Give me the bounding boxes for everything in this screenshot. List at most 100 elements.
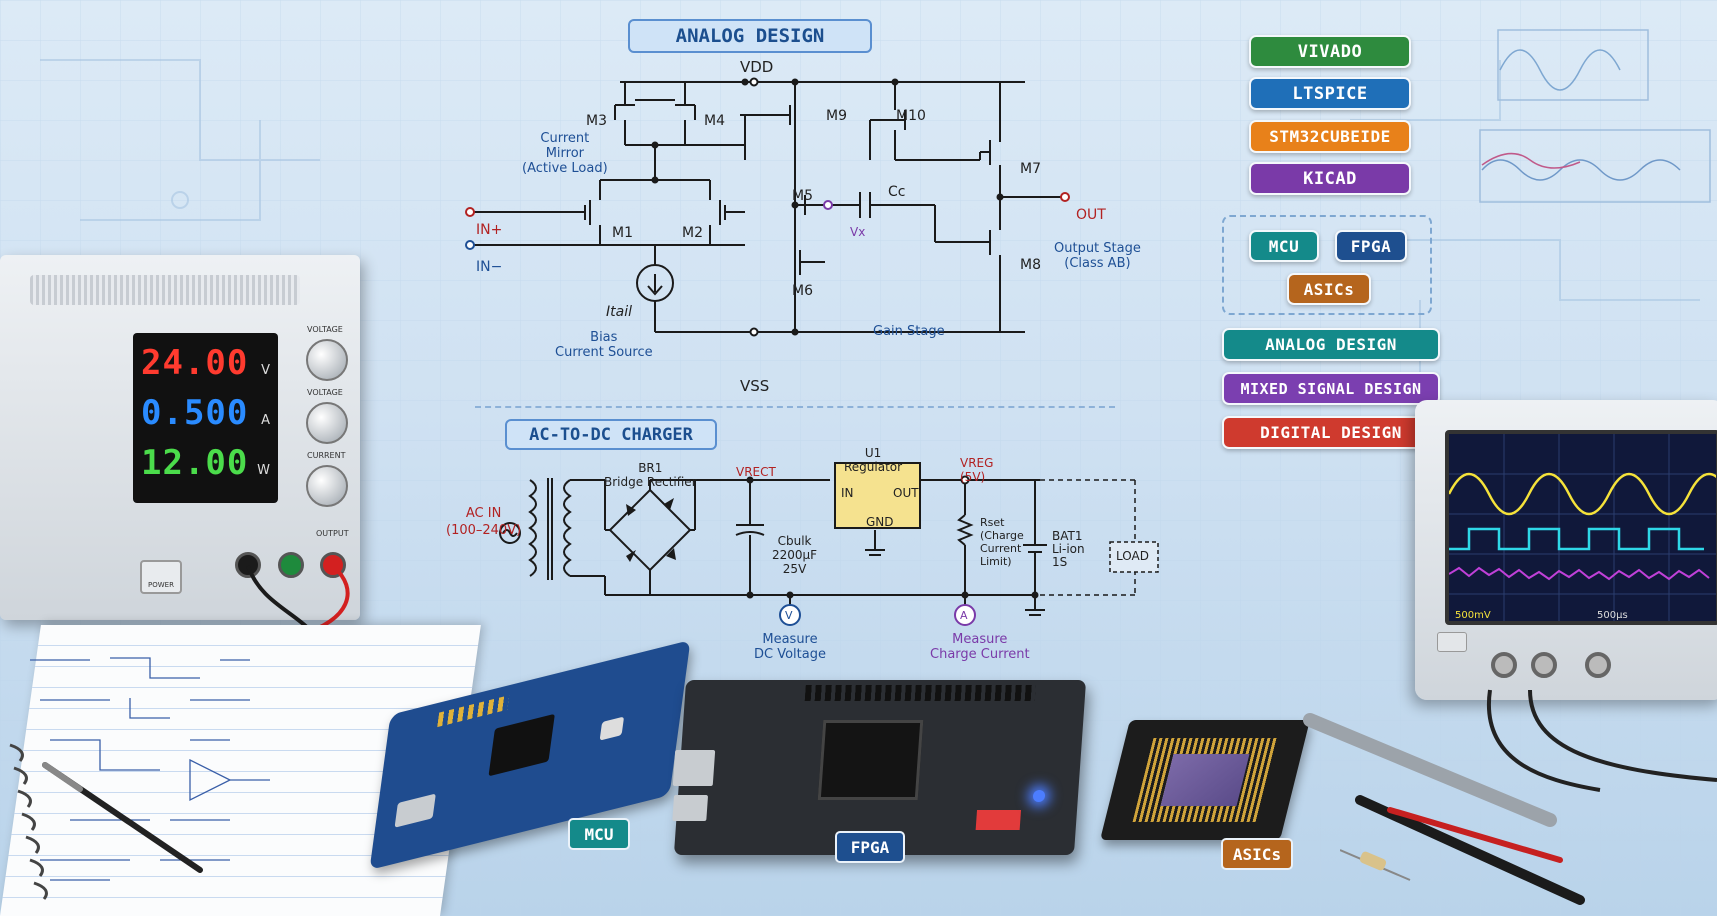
mcu-board-tag: MCU [568,818,630,850]
target-asics: ASICs [1287,273,1371,305]
reg-out-label: OUT [893,486,919,500]
notebook-spiral [9,743,48,900]
psu-unit-a: A [261,413,270,428]
psu-power-readout: 12.00 [141,443,249,483]
fpga-led [1032,790,1046,802]
psu-knob-label-3: CURRENT [307,451,346,460]
analog-section-title: ANALOG DESIGN [628,19,872,53]
vrect-label: VRECT [736,465,776,479]
output-stage-label: Output Stage(Class AB) [1054,241,1141,271]
mcu-chip [488,713,555,777]
charger-schematic [499,462,1159,626]
pen [42,762,203,873]
tool-stm32cubeide: STM32CUBEIDE [1249,120,1411,153]
target-fpga: FPGA [1335,230,1407,262]
terminal-black[interactable] [235,552,261,578]
tool-kicad: KICAD [1249,162,1411,195]
scope-bnc-3[interactable] [1585,652,1611,678]
psu-knob-label-1: VOLTAGE [307,325,343,334]
psu-power-button[interactable]: POWER [140,560,182,594]
m7-label: M7 [1020,161,1041,177]
m2-label: M2 [682,225,703,241]
psu-current-readout: 0.500 [141,393,249,433]
m9-label: M9 [826,108,847,124]
tool-ltspice: LTSPICE [1249,77,1411,110]
psu-output-label: OUTPUT [316,529,349,538]
scope-soft-button[interactable] [1437,632,1467,652]
psu-current-knob[interactable] [306,465,348,507]
discipline-analog: ANALOG DESIGN [1222,328,1440,361]
reg-in-label: IN [841,486,854,500]
section-divider [475,406,1115,408]
scope-bnc-1[interactable] [1491,652,1517,678]
targets-group [1222,215,1432,315]
fpga-usb-port [672,795,709,821]
mcu-button [599,716,625,741]
scope-probes [1303,689,1717,905]
vdd-label: VDD [740,58,774,76]
bench-power-supply: 24.00 V 0.500 A 12.00 W VOLTAGE VOLTAGE … [0,255,360,620]
scope-readout-right: 500µs [1597,610,1628,621]
fpga-chip [817,720,924,800]
m4-label: M4 [704,113,725,129]
m5-label: M5 [792,188,813,204]
target-mcu: MCU [1249,230,1319,262]
m3-label: M3 [586,113,607,129]
terminal-green[interactable] [278,552,304,578]
resistor-component [1340,849,1411,881]
m1-label: M1 [612,225,633,241]
vreg-label: VREG(5V) [960,456,994,484]
gain-stage-label: Gain Stage [873,324,945,339]
m10-label: M10 [896,108,926,124]
tool-vivado: VIVADO [1249,35,1411,68]
fpga-board-tag: FPGA [835,831,905,863]
psu-fine-knob[interactable] [306,402,348,444]
psu-unit-w: W [257,463,270,478]
mcu-usb-port [394,793,436,828]
scope-readout-left: 500mV [1455,610,1491,621]
psu-display: 24.00 V 0.500 A 12.00 W [133,333,278,503]
psu-voltage-knob[interactable] [306,339,348,381]
discipline-mixed-signal: MIXED SIGNAL DESIGN [1222,372,1440,405]
in-plus-label: IN+ [476,222,503,238]
m6-label: M6 [792,283,813,299]
in-minus-label: IN− [476,259,503,275]
psu-vent [30,275,300,305]
load-label: LOAD [1116,549,1149,563]
asic-board-tag: ASICs [1221,838,1293,870]
scope-screen: 500mV 500µs [1445,430,1717,625]
op-amp-schematic [465,77,1070,337]
psu-knob-label-2: VOLTAGE [307,388,343,397]
vss-label: VSS [740,377,770,395]
out-label: OUT [1076,207,1106,223]
charger-section-title: AC-TO-DC CHARGER [505,419,717,450]
mcu-header [437,695,510,728]
cc-label: Cc [888,184,906,200]
scope-waveforms [1449,434,1716,621]
voltmeter-icon: V [785,609,793,622]
itail-label: Itail [606,304,632,320]
reg-gnd-label: GND [866,515,894,529]
oscilloscope: 500mV 500µs [1415,400,1717,700]
m8-label: M8 [1020,257,1041,273]
psu-unit-v: V [261,363,270,378]
asic-die [1160,754,1250,806]
vx-label: Vx [850,225,866,239]
scope-bnc-2[interactable] [1531,652,1557,678]
ac-in-label: AC IN(100–240V) [446,506,522,538]
notebook-sketch [30,657,270,881]
fpga-dip-switch [975,810,1022,830]
fpga-ethernet-port [672,750,716,786]
fpga-board [672,680,1087,855]
discipline-digital: DIGITAL DESIGN [1222,416,1440,449]
fpga-pin-headers [804,685,1036,701]
psu-voltage-readout: 24.00 [141,343,249,383]
